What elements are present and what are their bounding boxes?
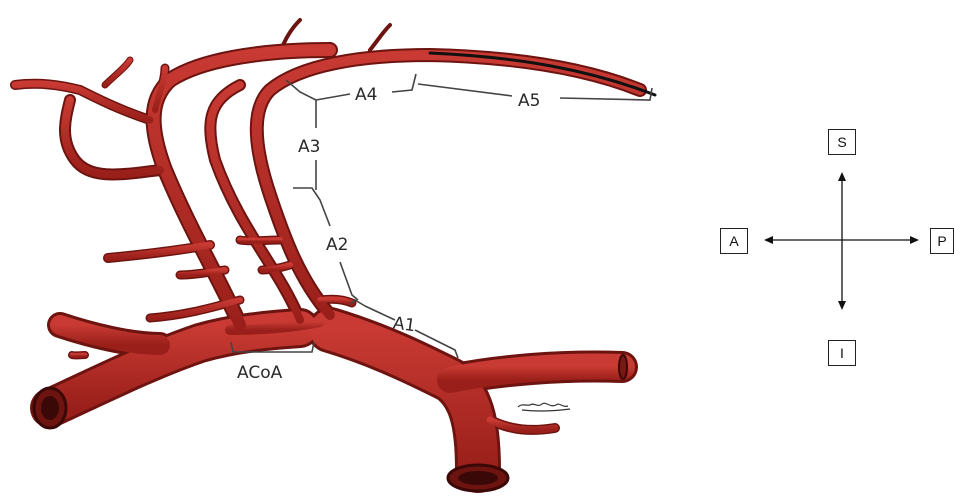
label-a2: A2 — [326, 235, 348, 255]
label-a4: A4 — [355, 85, 377, 105]
compass-superior-label: S — [828, 129, 856, 155]
orientation-compass — [764, 172, 919, 310]
label-a3: A3 — [298, 137, 320, 157]
artist-signature — [518, 403, 570, 411]
label-a1: A1 — [392, 313, 417, 336]
compass-anterior-label: A — [720, 228, 748, 254]
arrow-right-icon — [910, 236, 919, 244]
vessel-tree — [15, 20, 655, 491]
compass-inferior-label: I — [828, 340, 856, 366]
label-acoa: ACoA — [237, 363, 283, 383]
arrow-up-icon — [838, 172, 846, 181]
label-a5: A5 — [518, 91, 540, 111]
arrow-left-icon — [764, 236, 773, 244]
compass-posterior-label: P — [930, 228, 954, 254]
arrow-down-icon — [838, 301, 846, 310]
